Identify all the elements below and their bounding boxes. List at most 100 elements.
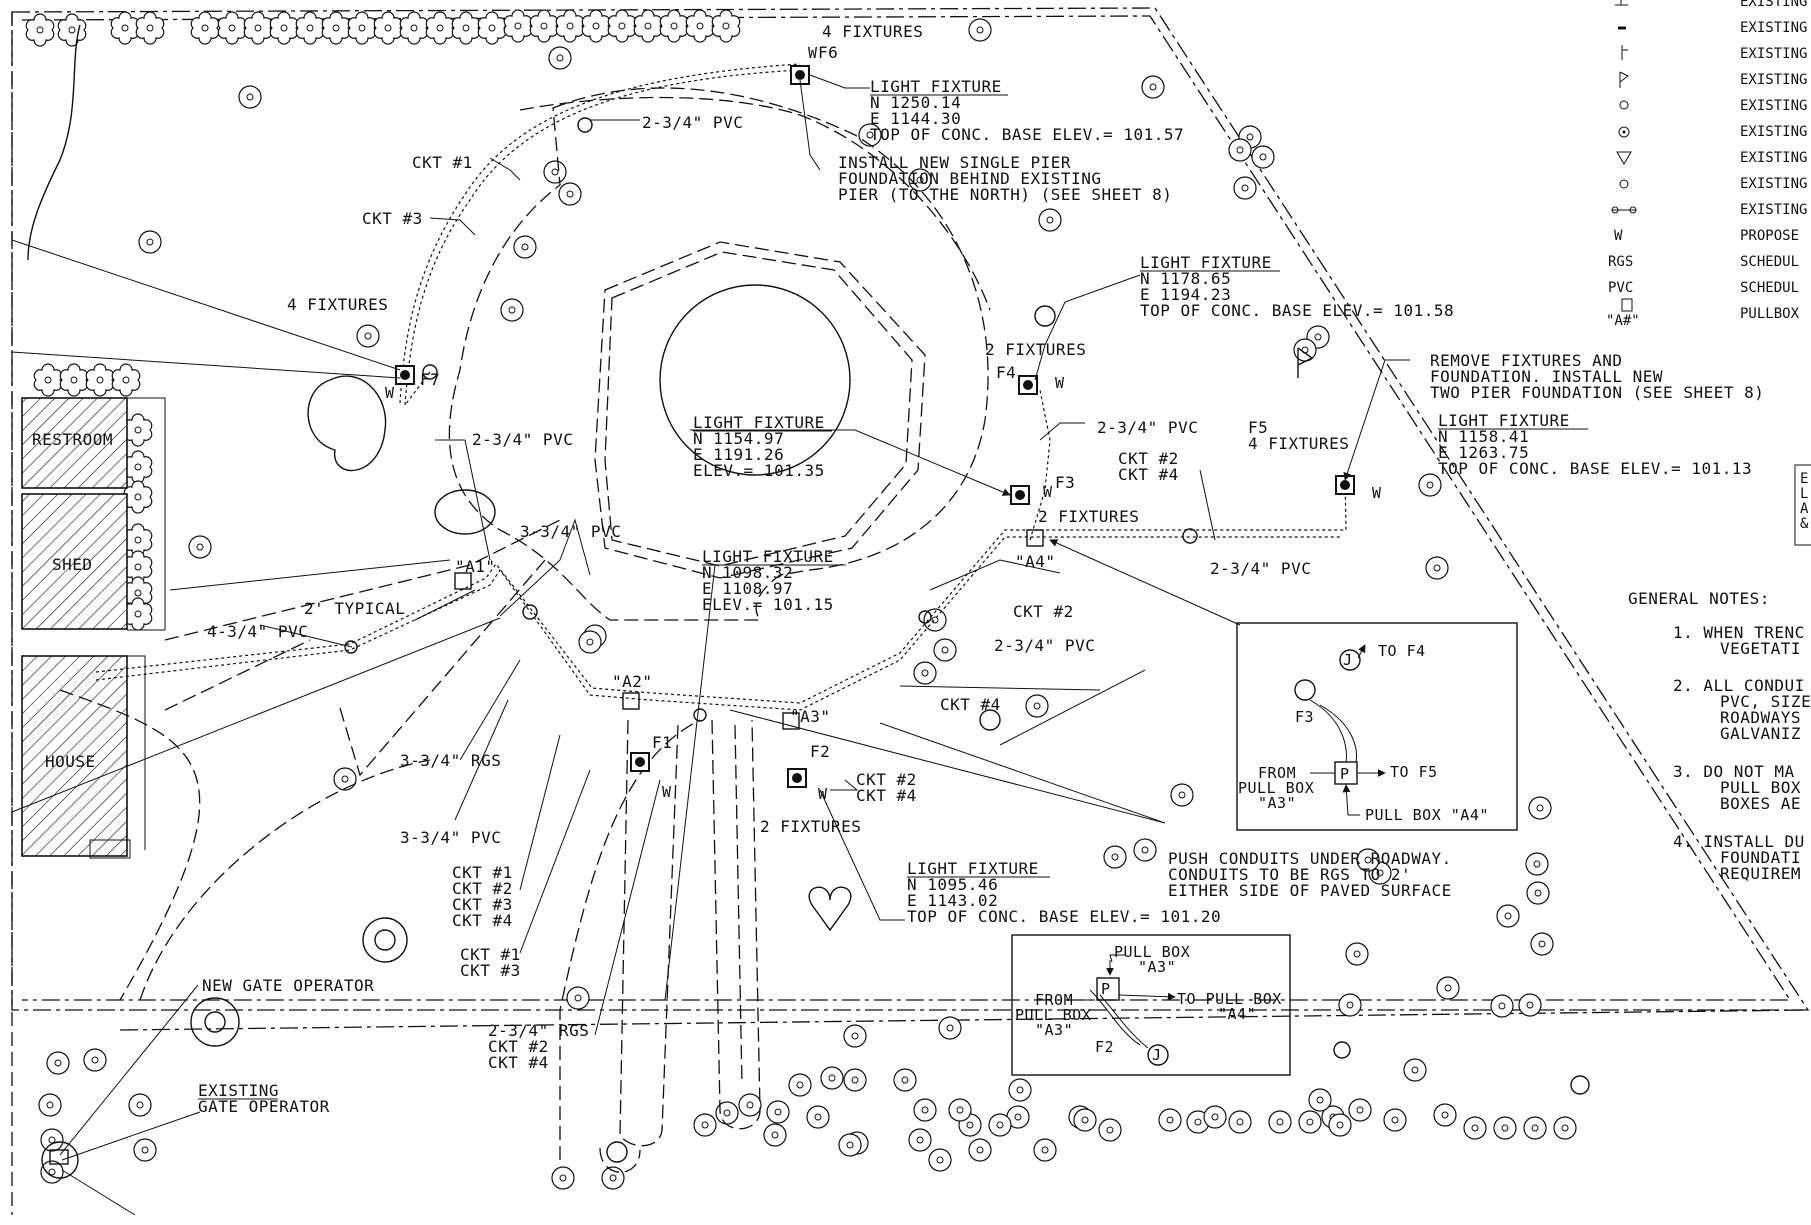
install-new-pier-3: PIER (TO THE NORTH) (SEE SHEET 8) — [838, 185, 1172, 204]
note-line-5: GALVANIZ — [1720, 724, 1801, 743]
legend-label-6: EXISTING — [1740, 150, 1807, 166]
remove-fixtures-2: FOUNDATION. INSTALL NEW — [1430, 367, 1663, 386]
side-box-amp: & — [1800, 516, 1809, 532]
ckt-b-1: CKT #1 — [460, 945, 521, 964]
f2-label: F2 — [810, 742, 830, 761]
a3-detail-pull-box: PULL BOX — [1114, 943, 1190, 961]
lf-f6-e: E 1144.30 — [870, 109, 961, 128]
a3-detail-j: J — [1152, 1046, 1162, 1064]
a3-detail-a4: "A4" — [1218, 1005, 1256, 1023]
a3-detail-f2: F2 — [1095, 1038, 1114, 1056]
note-line-2: 2. ALL CONDUI — [1673, 676, 1805, 695]
a4-detail-pull-box: PULL BOX — [1238, 779, 1314, 797]
lf-f5-title: LIGHT FIXTURE — [1438, 411, 1570, 430]
ckt2-f3: CKT #2 — [1118, 449, 1179, 468]
a4-detail-to-f5: TO F5 — [1390, 763, 1438, 781]
lf-mid-elev: ELEV.= 101.15 — [702, 595, 834, 614]
a4-detail-to-f4: TO F4 — [1378, 642, 1426, 660]
a1-label: "A1" — [455, 557, 496, 576]
legend-label-12: PULLBOX — [1740, 306, 1800, 322]
a3-detail-a3-left: "A3" — [1035, 1021, 1073, 1039]
lf-f2-elev: TOP OF CONC. BASE ELEV.= 101.20 — [907, 907, 1221, 926]
legend-label-3: EXISTING — [1740, 72, 1807, 88]
install-new-pier-1: INSTALL NEW SINGLE PIER — [838, 153, 1071, 172]
legend-label-11: SCHEDUL — [1740, 280, 1799, 296]
lf-f6-title: LIGHT FIXTURE — [870, 77, 1002, 96]
two-typical: 2' TYPICAL — [304, 599, 405, 618]
legend-label-1: EXISTING — [1740, 20, 1807, 36]
lf-center-e: E 1191.26 — [693, 445, 784, 464]
legend-label-0: EXISTING — [1740, 0, 1807, 10]
ckt2-mid: CKT #2 — [1013, 602, 1074, 621]
detail-box-a3: PULL BOX "A3" FROM PULL BOX "A3" TO PULL… — [1011, 934, 1291, 1076]
lf-f6-elev: TOP OF CONC. BASE ELEV.= 101.57 — [870, 125, 1184, 144]
side-box-l: L — [1800, 486, 1808, 502]
lf-f4-elev: TOP OF CONC. BASE ELEV.= 101.58 — [1140, 301, 1454, 320]
detail-box-a4: TO F4 J F3 FROM PULL BOX "A3" P TO F5 PU… — [1236, 622, 1518, 831]
push-conduits-2: CONDUITS TO BE RGS TO 2' — [1168, 865, 1411, 884]
a4-detail-from: FROM — [1258, 764, 1296, 782]
lf-f2-e: E 1143.02 — [907, 891, 998, 910]
circle-drive — [448, 87, 991, 621]
lf-f2-title: LIGHT FIXTURE — [907, 859, 1039, 878]
tree-hedge — [25, 9, 741, 397]
note-line-9: 4. INSTALL DU — [1673, 832, 1805, 851]
side-box-a: A — [1800, 501, 1809, 517]
f5-w: W — [1372, 484, 1382, 502]
note-line-3: PVC, SIZE — [1720, 692, 1811, 711]
leader-lines — [11, 74, 1410, 1216]
buildings: RESTROOM SHED HOUSE — [21, 397, 166, 859]
note-line-1: VEGETATI — [1720, 639, 1801, 658]
ckt-b-3: CKT #3 — [460, 961, 521, 980]
legend: W RGS PVC "A#" EXISTING EXISTING EXISTIN… — [1606, 0, 1807, 329]
callout-labels: 4 FIXTURES F6 W LIGHT FIXTURE N 1250.14 … — [198, 22, 1764, 1116]
note-line-11: REQUIREM — [1720, 864, 1801, 883]
legend-symbol-rgs: RGS — [1608, 254, 1633, 270]
ponds — [27, 24, 496, 535]
ckt3-top: CKT #3 — [362, 209, 423, 228]
a3-detail-from: FROM — [1035, 991, 1073, 1009]
note-line-7: PULL BOX — [1720, 778, 1801, 797]
two-fixtures-f4: 2 FIXTURES — [985, 340, 1086, 359]
a2-label: "A2" — [612, 672, 653, 691]
existing-gate-2: GATE OPERATOR — [198, 1097, 330, 1116]
a4-label: "A4" — [1015, 552, 1056, 571]
lf-mid-e: E 1108.97 — [702, 579, 793, 598]
f7-w: W — [385, 384, 395, 402]
note-line-4: ROADWAYS — [1720, 708, 1801, 727]
four-fixtures-left: 4 FIXTURES — [287, 295, 388, 314]
lf-center-title: LIGHT FIXTURE — [693, 413, 825, 432]
side-box-e: E — [1800, 471, 1808, 487]
general-notes-title: GENERAL NOTES: — [1628, 589, 1770, 608]
pvc-4: 4-3/4" PVC — [207, 622, 308, 641]
pvc-top: 2-3/4" PVC — [642, 113, 743, 132]
building-trees — [123, 413, 153, 631]
lf-mid-title: LIGHT FIXTURE — [702, 547, 834, 566]
restroom-label: RESTROOM — [32, 430, 113, 449]
four-fixtures-f5: 4 FIXTURES — [1248, 434, 1349, 453]
pvc-a1: 3-3/4" PVC — [520, 522, 621, 541]
f3-w: W — [1043, 483, 1053, 501]
ckt1-top: CKT #1 — [412, 153, 473, 172]
f2-w: W — [818, 785, 828, 803]
rgs-3: 3-3/4" RGS — [400, 751, 501, 770]
f6-label: F6 — [818, 43, 838, 62]
f4-label: F4 — [996, 363, 1016, 382]
install-new-pier-2: FOUNDATION BEHIND EXISTING — [838, 169, 1101, 188]
a4-detail-p: P — [1340, 765, 1350, 783]
a4-detail-pull-box-a4: PULL BOX "A4" — [1365, 806, 1489, 824]
ckt-a-2: CKT #2 — [452, 879, 513, 898]
a3-label: "A3" — [790, 707, 831, 726]
existing-gate-1: EXISTING — [198, 1081, 279, 1100]
lf-mid-n: N 1098.32 — [702, 563, 793, 582]
lf-f2-n: N 1095.46 — [907, 875, 998, 894]
a3-detail-p: P — [1101, 980, 1111, 998]
lf-center-elev: ELEV.= 101.35 — [693, 461, 825, 480]
pvc-left: 2-3/4" PVC — [472, 430, 573, 449]
legend-label-9: PROPOSE — [1740, 228, 1799, 244]
a4-detail-f3: F3 — [1295, 708, 1314, 726]
legend-symbol-w: W — [1614, 228, 1623, 244]
lf-f6-n: N 1250.14 — [870, 93, 961, 112]
legend-label-7: EXISTING — [1740, 176, 1807, 192]
four-fixtures-top: 4 FIXTURES — [822, 22, 923, 41]
